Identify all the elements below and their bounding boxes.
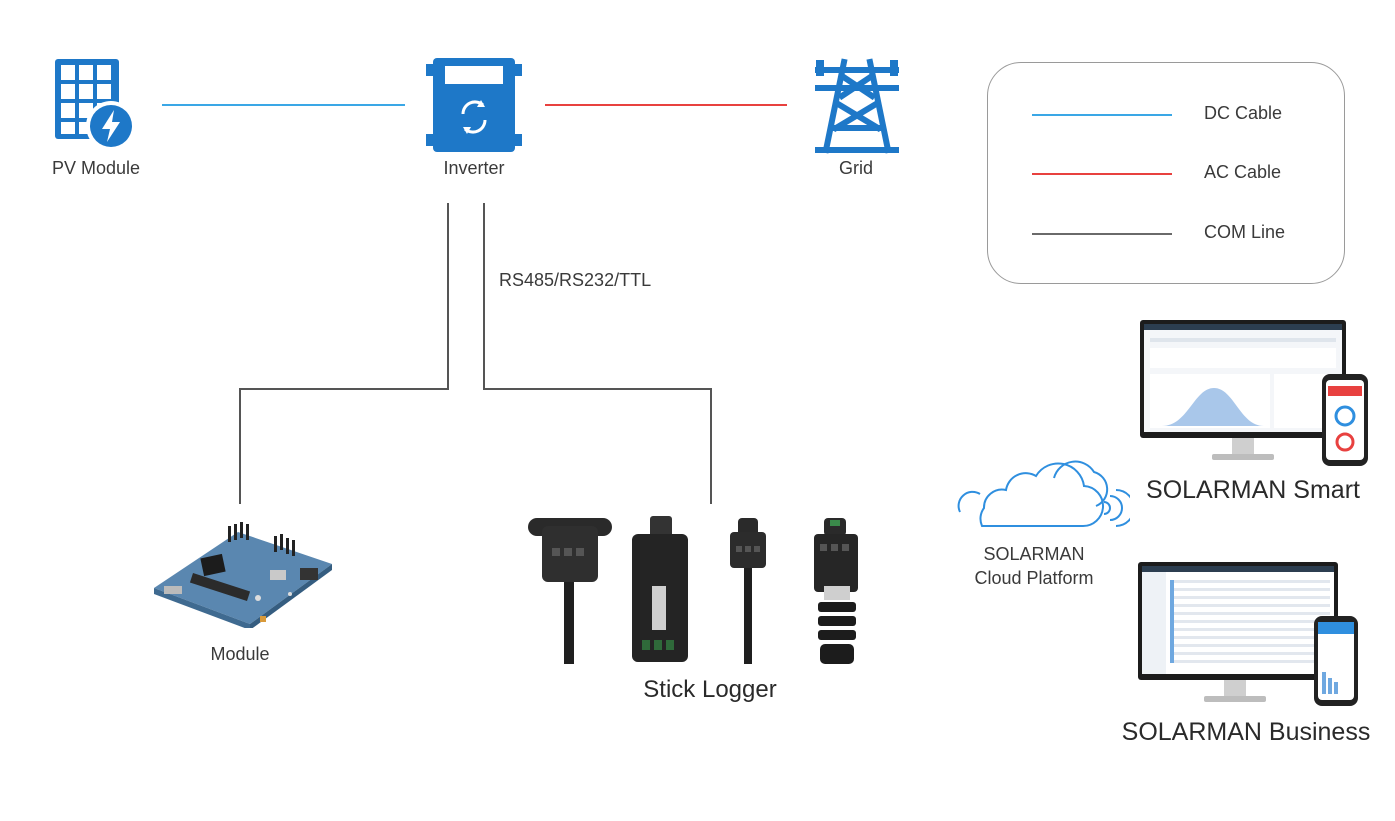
business-monitor-image (1136, 560, 1362, 710)
pv-module-label: PV Module (51, 158, 141, 178)
com-line-logger-vertical-b (710, 388, 712, 504)
legend-label-com: COM Line (1204, 222, 1286, 242)
pv-module-icon (52, 56, 142, 152)
inverter-icon (425, 56, 523, 154)
legend-item-dc: DC Cable (1032, 103, 1332, 127)
com-line-logger-horizontal (483, 388, 712, 390)
legend-item-com: COM Line (1032, 222, 1332, 246)
module-label: Module (210, 644, 270, 664)
cloud-icon (954, 456, 1130, 532)
cloud-label-line2: Cloud Platform (974, 568, 1094, 588)
stick-logger-label: Stick Logger (643, 676, 777, 703)
protocol-label: RS485/RS232/TTL (499, 270, 652, 290)
com-line-module-vertical-a (447, 203, 449, 390)
cloud-label-line1: SOLARMAN (983, 544, 1085, 564)
legend-swatch-ac (1032, 173, 1172, 175)
legend-swatch-com (1032, 233, 1172, 235)
legend-box: DC Cable AC Cable COM Line (987, 62, 1345, 284)
grid-tower-icon (814, 56, 900, 156)
ac-cable-line (545, 104, 787, 106)
grid-label: Grid (838, 158, 873, 178)
smart-label: SOLARMAN Smart (1146, 476, 1360, 504)
legend-label-dc: DC Cable (1204, 103, 1283, 123)
com-line-logger-vertical-a (483, 203, 485, 390)
legend-item-ac: AC Cable (1032, 162, 1332, 186)
legend-label-ac: AC Cable (1204, 162, 1282, 182)
inverter-label: Inverter (443, 158, 505, 178)
module-board-image (150, 516, 335, 628)
smart-monitor-image (1138, 318, 1370, 468)
com-line-module-vertical-b (239, 388, 241, 504)
dc-cable-line (162, 104, 405, 106)
legend-swatch-dc (1032, 114, 1172, 116)
stick-logger-image (524, 512, 874, 670)
business-label: SOLARMAN Business (1121, 718, 1371, 746)
com-line-module-horizontal (239, 388, 449, 390)
